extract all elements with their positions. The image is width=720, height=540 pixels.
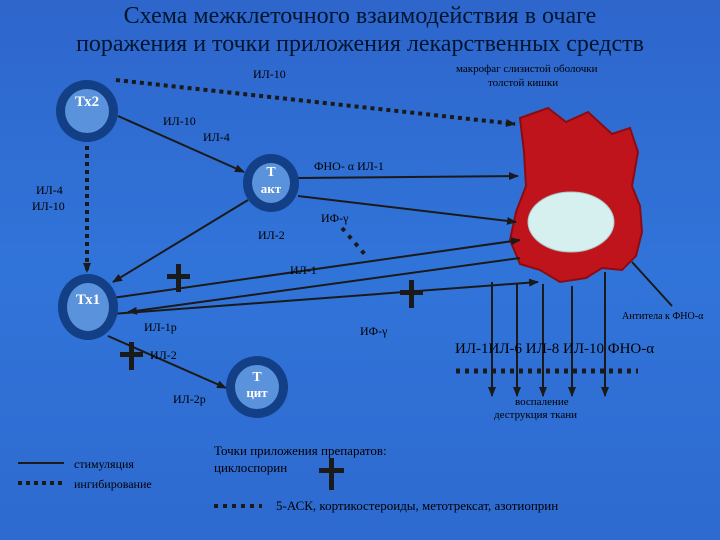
cell-tact-label-top: Т (266, 165, 276, 180)
label-inflammation-1: воспаление (515, 396, 569, 408)
label-il4-left: ИЛ-4 (36, 183, 63, 197)
cell-tcyt: Т цит (226, 356, 288, 418)
legend-drugs: 5-АСК, кортикостероиды, метотрексат, азо… (276, 498, 559, 513)
inhibit-line-th2-macrophage (115, 78, 516, 127)
line-macrophage-th1 (127, 257, 521, 315)
label-ifg-low: ИФ-γ (360, 324, 388, 338)
label-il10-left: ИЛ-10 (32, 199, 65, 213)
cell-th2: Тх2 (56, 80, 118, 142)
label-il2: ИЛ-2 (150, 348, 177, 362)
cell-th2-label: Тх2 (74, 94, 100, 110)
inhibit-dots-ifg (340, 226, 370, 260)
label-inflammation-2: деструкция ткани (494, 409, 577, 421)
line-th2-tact (117, 115, 245, 173)
line-tact-th1 (112, 199, 249, 283)
label-cytokines: ИЛ-1ИЛ-6 ИЛ-8 ИЛ-10 ФНО-α (455, 341, 655, 357)
label-il2-tact: ИЛ-2 (258, 228, 285, 242)
label-antitnf: Антитела к ФНО-α (622, 311, 704, 322)
label-il10-top: ИЛ-10 (253, 67, 286, 81)
cell-tcyt-label-top: Т (252, 370, 262, 385)
line-antitnf (631, 261, 673, 307)
cell-tact-label-bottom: акт (260, 181, 282, 196)
cell-tcyt-label-bottom: цит (246, 385, 268, 400)
label-ifg-tact: ИФ-γ (321, 211, 349, 225)
cell-tact: Т акт (243, 154, 299, 212)
legend-cyclosporin: циклоспорин (214, 460, 288, 475)
label-il2r: ИЛ-2р (173, 392, 206, 406)
label-tnf-il1: ФНО- α ИЛ-1 (314, 159, 384, 173)
line-th1-tcyt (107, 335, 227, 389)
label-macrophage-2: толстой кишки (488, 77, 559, 89)
label-macrophage-1: макрофаг слизистой оболочки (456, 63, 598, 75)
legend-stimulation: стимуляция (74, 457, 134, 471)
page-subtitle: поражения и точки приложения лекарственн… (76, 31, 644, 57)
line-th1-macrophage-ifg (111, 278, 539, 315)
legend-inhibition: ингибирование (74, 477, 152, 491)
label-il10-th2: ИЛ-10 (163, 114, 196, 128)
page-title: Схема межклеточного взаимодействия в оча… (123, 3, 597, 29)
cell-th1-label: Тх1 (75, 292, 101, 308)
label-il1-mid: ИЛ-1 (290, 263, 317, 277)
legend-points-title: Точки приложения препаратов: (214, 443, 387, 458)
cell-th1: Тх1 (58, 274, 118, 340)
label-il1r: ИЛ-1р (144, 320, 177, 334)
macrophage-nucleus (527, 191, 615, 253)
line-tact-macrophage (297, 172, 519, 181)
line-ifg-tact (297, 195, 517, 225)
label-il4-th2: ИЛ-4 (203, 130, 230, 144)
